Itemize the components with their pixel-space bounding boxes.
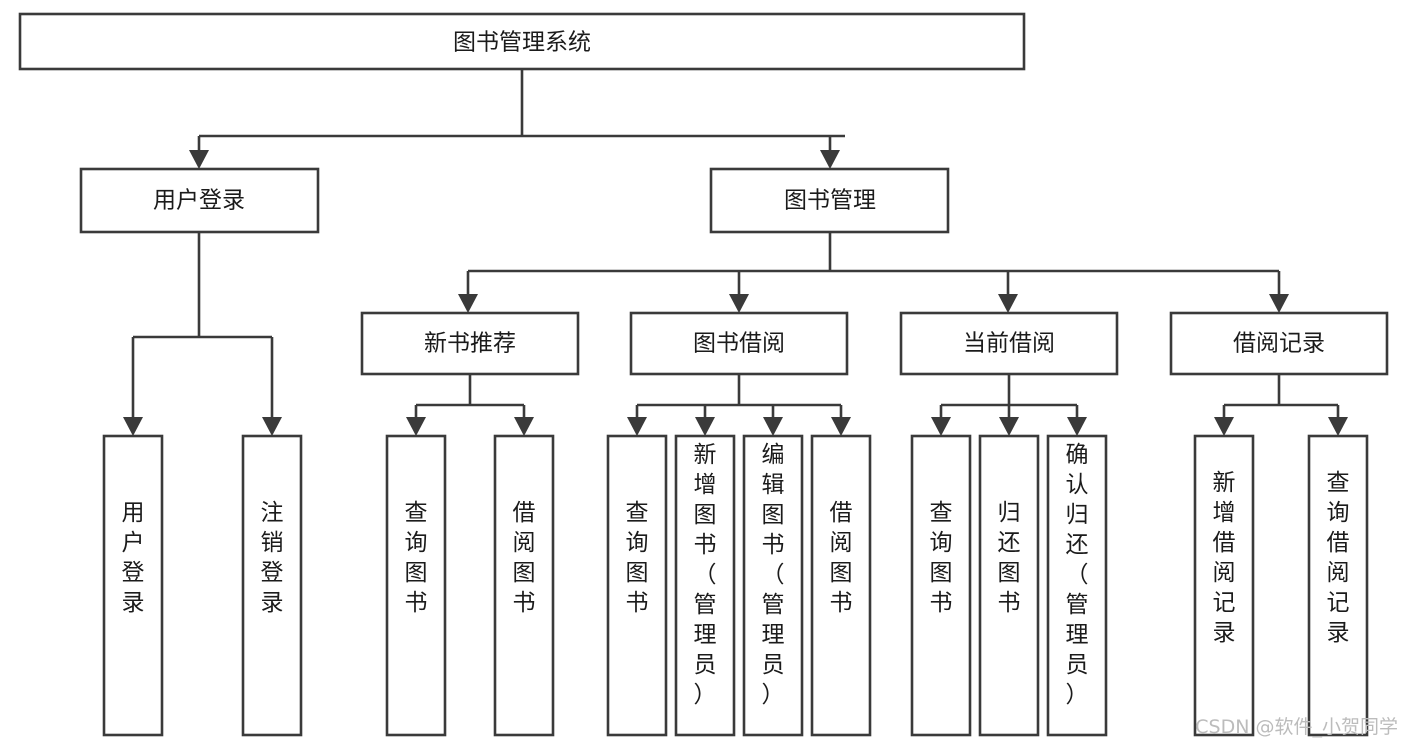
- node-leaf-query-book-2-box[interactable]: [606, 434, 668, 737]
- node-user-login[interactable]: 用户登录: [79, 167, 320, 234]
- arrow-head-leaf-confirm-return: [1067, 417, 1087, 436]
- node-leaf-query-book-1-box[interactable]: [385, 434, 447, 737]
- arrow-head-leaf-edit-book: [763, 417, 783, 436]
- arrow-head-leaf-query-book-3: [931, 417, 951, 436]
- node-leaf-query-book-1-label: 查询图书: [405, 500, 428, 616]
- node-root-box[interactable]: [18, 12, 1026, 71]
- node-leaf-borrow-book-1-label: 借阅图书: [513, 500, 536, 616]
- node-root[interactable]: 图书管理系统: [18, 12, 1026, 71]
- connector-layer: [123, 69, 1348, 436]
- node-leaf-add-book[interactable]: 新增图书（管理员）: [674, 434, 736, 737]
- node-leaf-confirm-return-label: 确认归还（管理员）: [1066, 442, 1089, 708]
- node-book-borrow[interactable]: 图书借阅: [629, 311, 849, 376]
- node-current-borrow[interactable]: 当前借阅: [899, 311, 1119, 376]
- node-book-manage[interactable]: 图书管理: [709, 167, 950, 234]
- node-leaf-borrow-book-2-box[interactable]: [810, 434, 872, 737]
- arrow-head-leaf-add-book: [695, 417, 715, 436]
- arrow-head-book-borrow: [729, 294, 749, 313]
- node-leaf-user-login-label: 用户登录: [122, 500, 145, 616]
- arrow-head-borrow-record: [1269, 294, 1289, 313]
- node-leaf-return-book-box[interactable]: [978, 434, 1040, 737]
- node-leaf-borrow-book-2-label: 借阅图书: [830, 500, 853, 616]
- node-borrow-record-box[interactable]: [1169, 311, 1389, 376]
- arrow-head-leaf-borrow-book-2: [831, 417, 851, 436]
- arrow-head-leaf-user-logout: [262, 417, 282, 436]
- node-leaf-user-logout[interactable]: 注销登录: [241, 434, 303, 737]
- node-leaf-edit-book[interactable]: 编辑图书（管理员）: [742, 434, 804, 737]
- node-leaf-query-book-3-box[interactable]: [910, 434, 972, 737]
- node-leaf-confirm-return-box[interactable]: [1046, 434, 1108, 737]
- node-book-manage-label: 图书管理: [784, 188, 876, 214]
- node-leaf-query-book-2[interactable]: 查询图书: [606, 434, 668, 737]
- arrow-head-user-login: [189, 150, 209, 169]
- node-leaf-borrow-book-1-box[interactable]: [493, 434, 555, 737]
- node-leaf-query-book-2-label: 查询图书: [626, 500, 649, 616]
- node-book-manage-box[interactable]: [709, 167, 950, 234]
- node-leaf-edit-book-label: 编辑图书（管理员）: [762, 442, 785, 708]
- node-leaf-add-record-label: 新增借阅记录: [1213, 470, 1236, 646]
- node-leaf-edit-book-box[interactable]: [742, 434, 804, 737]
- node-leaf-borrow-book-2[interactable]: 借阅图书: [810, 434, 872, 737]
- node-book-borrow-label: 图书借阅: [693, 331, 785, 357]
- node-leaf-add-book-box[interactable]: [674, 434, 736, 737]
- node-borrow-record[interactable]: 借阅记录: [1169, 311, 1389, 376]
- node-borrow-record-label: 借阅记录: [1233, 331, 1325, 357]
- node-new-book-recommend-box[interactable]: [360, 311, 580, 376]
- arrow-head-book-manage: [820, 150, 840, 169]
- node-new-book-recommend-label: 新书推荐: [424, 331, 516, 357]
- node-leaf-query-book-3-label: 查询图书: [930, 500, 953, 616]
- node-leaf-query-book-1[interactable]: 查询图书: [385, 434, 447, 737]
- node-current-borrow-box[interactable]: [899, 311, 1119, 376]
- node-user-login-label: 用户登录: [153, 188, 245, 214]
- node-leaf-query-record-label: 查询借阅记录: [1327, 470, 1350, 646]
- node-user-login-box[interactable]: [79, 167, 320, 234]
- node-leaf-query-record[interactable]: 查询借阅记录: [1307, 434, 1369, 737]
- arrow-head-leaf-borrow-book-1: [514, 417, 534, 436]
- arrow-head-leaf-user-login: [123, 417, 143, 436]
- node-leaf-user-login-box[interactable]: [102, 434, 164, 737]
- node-book-borrow-box[interactable]: [629, 311, 849, 376]
- node-root-label: 图书管理系统: [453, 30, 591, 56]
- node-new-book-recommend[interactable]: 新书推荐: [360, 311, 580, 376]
- arrow-head-leaf-return-book: [999, 417, 1019, 436]
- arrow-head-leaf-query-record: [1328, 417, 1348, 436]
- node-leaf-add-record[interactable]: 新增借阅记录: [1193, 434, 1255, 737]
- arrow-head-leaf-add-record: [1214, 417, 1234, 436]
- node-leaf-user-logout-label: 注销登录: [261, 500, 284, 616]
- node-leaf-add-record-box[interactable]: [1193, 434, 1255, 737]
- node-leaf-query-book-3[interactable]: 查询图书: [910, 434, 972, 737]
- arrow-head-leaf-query-book-2: [627, 417, 647, 436]
- node-leaf-borrow-book-1[interactable]: 借阅图书: [493, 434, 555, 737]
- csdn-watermark: CSDN @软件_小贺同学: [1195, 716, 1398, 738]
- arrow-head-current-borrow: [998, 294, 1018, 313]
- arrow-head-leaf-query-book-1: [406, 417, 426, 436]
- node-leaf-query-record-box[interactable]: [1307, 434, 1369, 737]
- arrow-head-new-book-recommend: [458, 294, 478, 313]
- node-leaf-add-book-label: 新增图书（管理员）: [694, 442, 717, 708]
- node-current-borrow-label: 当前借阅: [963, 331, 1055, 357]
- node-leaf-user-logout-box[interactable]: [241, 434, 303, 737]
- node-leaf-user-login[interactable]: 用户登录: [102, 434, 164, 737]
- node-leaf-return-book-label: 归还图书: [998, 500, 1021, 616]
- node-leaf-confirm-return[interactable]: 确认归还（管理员）: [1046, 434, 1108, 737]
- node-leaf-return-book[interactable]: 归还图书: [978, 434, 1040, 737]
